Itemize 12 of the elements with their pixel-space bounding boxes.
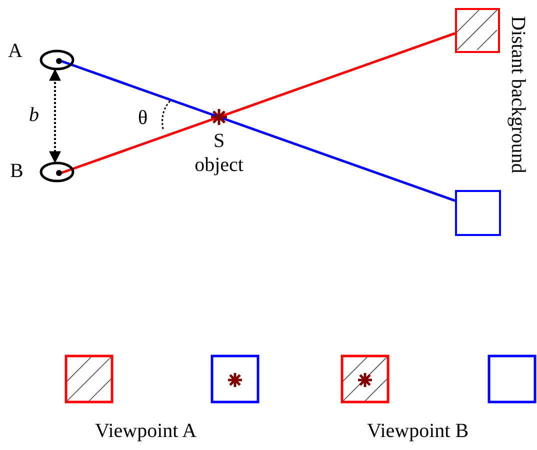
object-label: object [194, 154, 244, 176]
angle-label: θ [138, 107, 148, 129]
background-label: Distant background [507, 16, 529, 174]
viewpoint-label: A [8, 40, 22, 62]
background-square [455, 8, 500, 53]
baseline-arrow [49, 68, 61, 164]
object-symbol: S [213, 130, 225, 152]
viewpoint-caption: Viewpoint B [367, 420, 469, 442]
viewpoint-label: B [10, 160, 24, 182]
edge-label: b [29, 104, 39, 126]
background-square [455, 190, 501, 236]
viewpoint-caption: Viewpoint A [95, 420, 197, 442]
